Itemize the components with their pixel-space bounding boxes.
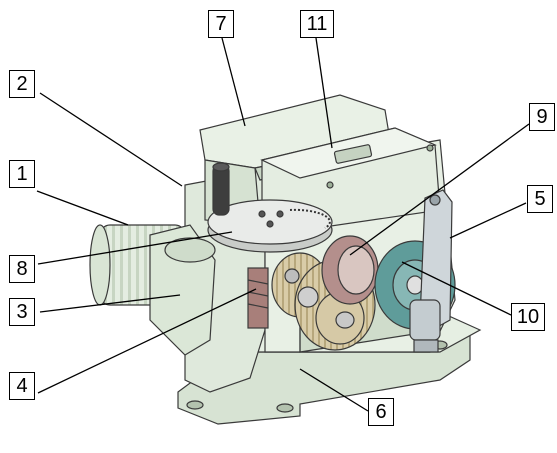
leader-11	[315, 37, 333, 149]
callout-3: 3	[9, 298, 35, 326]
leader-3	[39, 294, 181, 313]
leader-9	[349, 123, 530, 256]
callout-2: 2	[9, 70, 35, 98]
callout-6: 6	[368, 398, 394, 426]
callout-7: 7	[208, 10, 234, 38]
worm-wheel-sleeve	[321, 235, 379, 305]
leader-5	[449, 202, 527, 239]
handwheel	[207, 199, 333, 253]
leader-10	[401, 261, 512, 316]
leader-2	[39, 92, 183, 187]
leader-8	[37, 231, 233, 265]
callout-1: 1	[9, 160, 35, 188]
motor-adapter	[149, 224, 216, 356]
leader-4	[37, 288, 257, 394]
callout-11: 11	[300, 10, 334, 38]
callout-5: 5	[527, 185, 553, 213]
callout-4: 4	[9, 372, 35, 400]
leader-1	[36, 190, 129, 226]
callout-8: 8	[9, 255, 35, 283]
callout-10: 10	[511, 303, 545, 331]
leader-7	[221, 37, 246, 127]
leader-6	[299, 368, 369, 412]
callout-9: 9	[529, 103, 555, 131]
output-lever	[409, 189, 453, 353]
leader-lines	[36, 37, 530, 412]
worm-shaft	[247, 267, 269, 329]
handwheel-knob	[212, 162, 230, 216]
